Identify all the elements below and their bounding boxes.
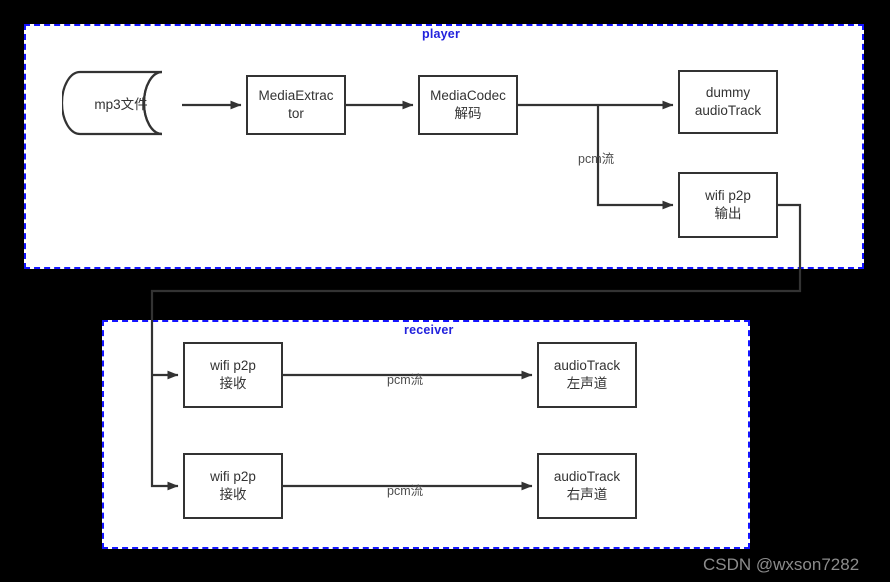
node-dummy-audiotrack-line1: dummy xyxy=(705,84,751,100)
node-wifi-p2p-receive-left-line1: wifi p2p xyxy=(210,357,256,373)
node-wifi-p2p-output-line2: 输出 xyxy=(714,206,742,221)
node-media-codec-line1: MediaCodec xyxy=(430,87,506,103)
group-receiver-label: receiver xyxy=(404,323,454,337)
node-audiotrack-right-channel-line1: audioTrack xyxy=(553,468,621,484)
node-wifi-p2p-receive-right[interactable]: wifi p2p 接收 xyxy=(183,453,283,519)
node-dummy-audiotrack-line2: audioTrack xyxy=(694,103,762,118)
cylinder-shape xyxy=(62,70,163,136)
node-wifi-p2p-receive-left-line2: 接收 xyxy=(219,376,247,391)
node-audiotrack-left-channel-line1: audioTrack xyxy=(553,357,621,373)
node-mp3-file-label: mp3文件 xyxy=(94,97,148,112)
edge-label-receiver-left-pcm: pcm流 xyxy=(387,373,424,387)
csdn-watermark: CSDN @wxson7282 xyxy=(703,555,860,574)
node-dummy-audiotrack[interactable]: dummy audioTrack xyxy=(678,70,778,134)
edge-label-receiver-right-pcm: pcm流 xyxy=(387,484,424,498)
node-wifi-p2p-receive-right-line1: wifi p2p xyxy=(210,468,256,484)
node-wifi-p2p-receive-left[interactable]: wifi p2p 接收 xyxy=(183,342,283,408)
node-audiotrack-left-channel[interactable]: audioTrack 左声道 xyxy=(537,342,637,408)
node-media-extractor-line1: MediaExtrac xyxy=(258,87,334,103)
node-wifi-p2p-output-line1: wifi p2p xyxy=(705,187,751,203)
group-player-label: player xyxy=(422,27,461,41)
node-media-codec[interactable]: MediaCodec 解码 xyxy=(418,75,518,135)
node-wifi-p2p-receive-right-line2: 接收 xyxy=(219,487,247,502)
node-media-extractor-line2: tor xyxy=(288,106,304,121)
node-media-codec-line2: 解码 xyxy=(454,106,482,121)
node-audiotrack-right-channel-line2: 右声道 xyxy=(566,487,608,502)
edge-label-player-pcm: pcm流 xyxy=(578,152,615,166)
node-wifi-p2p-output[interactable]: wifi p2p 输出 xyxy=(678,172,778,238)
node-media-extractor[interactable]: MediaExtrac tor xyxy=(246,75,346,135)
node-audiotrack-right-channel[interactable]: audioTrack 右声道 xyxy=(537,453,637,519)
node-audiotrack-left-channel-line2: 左声道 xyxy=(566,376,608,391)
node-mp3-file[interactable]: mp3文件 xyxy=(62,70,180,136)
